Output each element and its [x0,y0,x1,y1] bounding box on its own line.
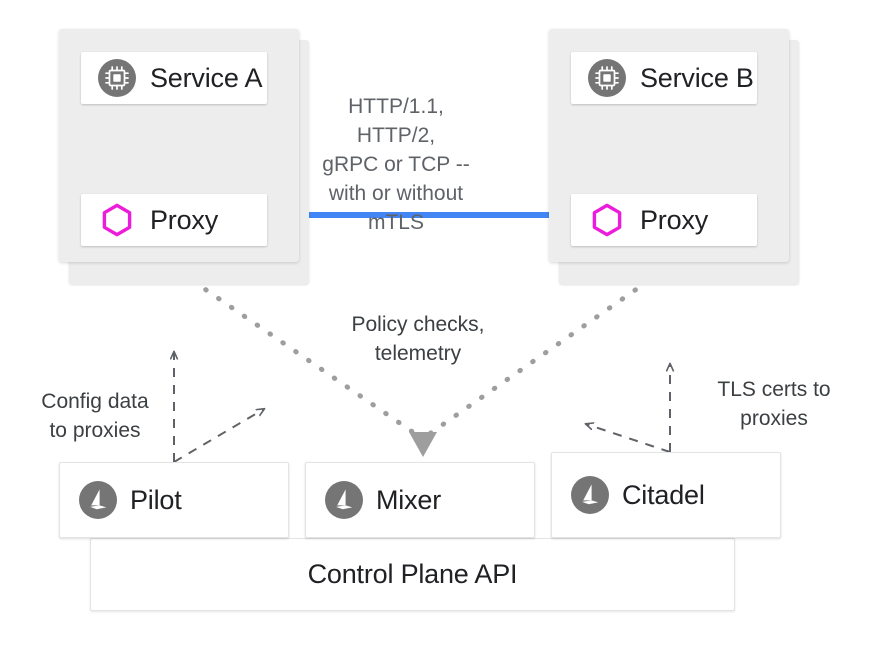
hexagon-icon [98,201,136,239]
istio-sail-icon [571,476,609,514]
control-plane-citadel-box[interactable]: Citadel [551,452,781,538]
service-a-label: Service A [150,62,263,93]
cpu-chip-icon [588,59,626,97]
control-plane-api-label: Control Plane API [307,559,518,589]
proxy-b-label: Proxy [640,204,709,235]
tls-certs-annotation: TLS certs to proxies [717,378,831,430]
control-plane-mixer-box[interactable]: Mixer [305,462,535,538]
service-b-label: Service B [640,62,754,93]
policy-telemetry-annotation: Policy checks, telemetry [351,313,485,365]
control-plane-api-bar: Control Plane API [90,538,735,611]
proxy-a-label: Proxy [150,204,219,235]
dashed-citadel-certs-diagonal [586,424,671,453]
cpu-chip-icon [98,59,136,97]
arrowhead-into-mixer [409,432,437,457]
config-data-annotation: Config data to proxies [41,390,149,442]
dashed-pilot-config-diagonal [173,409,264,463]
protocols-annotation: HTTP/1.1, HTTP/2, gRPC or TCP -- with or… [322,95,470,234]
service-a-box[interactable]: Service A [81,52,267,104]
control-plane-pilot-label: Pilot [130,484,182,515]
proxy-b-box[interactable]: Proxy [571,194,757,246]
istio-sail-icon [325,481,363,519]
control-plane-citadel-label: Citadel [622,479,705,510]
istio-sail-icon [79,481,117,519]
proxy-a-box[interactable]: Proxy [81,194,267,246]
control-plane-pilot-box[interactable]: Pilot [59,462,289,538]
control-plane-mixer-label: Mixer [376,484,441,515]
hexagon-icon [588,201,626,239]
service-b-box[interactable]: Service B [571,52,757,104]
